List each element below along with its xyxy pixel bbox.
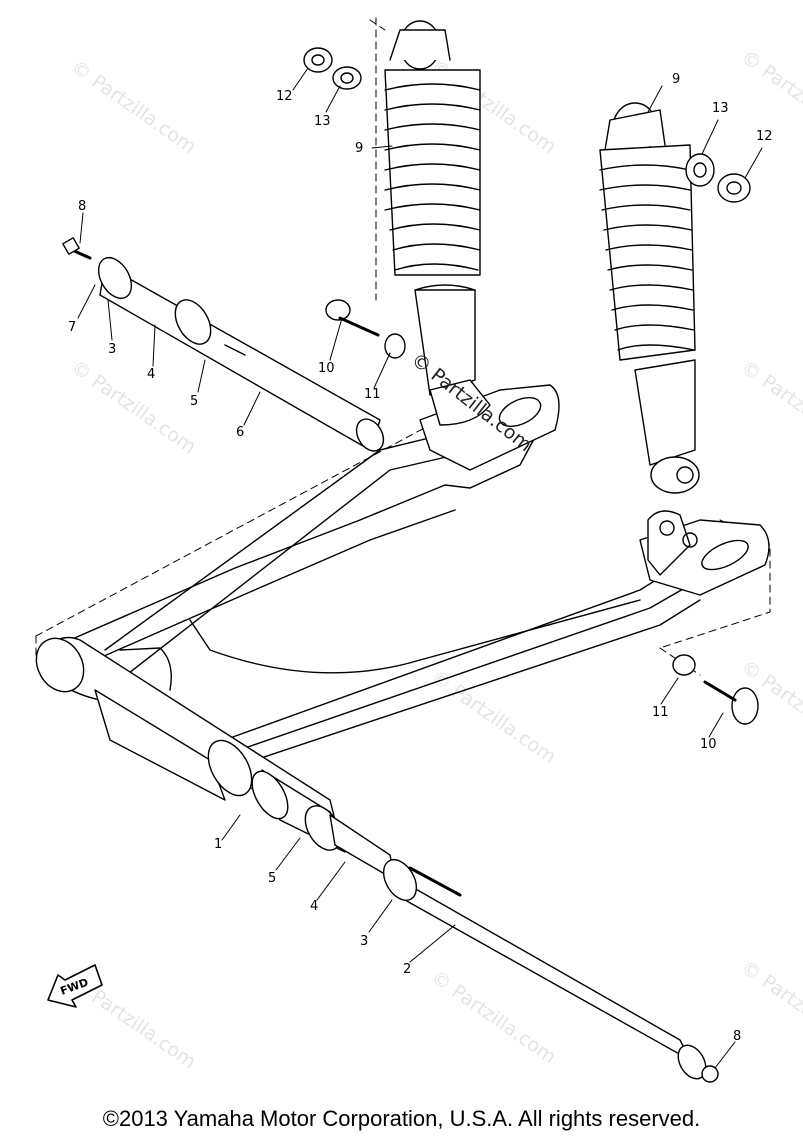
callout-3-top: 3 xyxy=(108,342,116,357)
callout-12-right: 12 xyxy=(756,129,773,144)
callout-8-top: 8 xyxy=(78,199,86,214)
callout-11-right: 11 xyxy=(652,705,669,720)
callout-13-right: 13 xyxy=(712,101,729,116)
callout-6: 6 xyxy=(236,425,244,440)
watermark: © Partzilla.com xyxy=(427,966,560,1068)
callout-7: 7 xyxy=(68,320,76,335)
callout-12-left: 12 xyxy=(276,89,293,104)
shock-absorber-right xyxy=(599,102,700,494)
lower-bushings xyxy=(304,805,418,901)
callout-1: 1 xyxy=(214,837,222,852)
callout-4-bottom: 4 xyxy=(310,899,318,914)
watermark: © Partzilla.com xyxy=(737,956,803,1058)
watermark: © Partzilla.com xyxy=(67,56,200,158)
callout-3-bottom: 3 xyxy=(360,934,368,949)
callout-2: 2 xyxy=(403,962,411,977)
callout-5-top: 5 xyxy=(190,394,198,409)
leader-lines xyxy=(77,67,763,1069)
callout-8-bottom: 8 xyxy=(733,1029,741,1044)
callout-5-bottom: 5 xyxy=(268,871,276,886)
callout-10-top: 10 xyxy=(318,361,335,376)
hardware xyxy=(303,47,759,725)
callout-10-right: 10 xyxy=(700,737,717,752)
fwd-arrow xyxy=(47,964,103,1008)
upper-bushings xyxy=(62,237,385,452)
callout-9-right: 9 xyxy=(672,72,680,87)
watermark: © Partzilla.com xyxy=(67,356,200,458)
callout-13-left: 13 xyxy=(314,114,331,129)
watermark: © Partzilla.com xyxy=(737,356,803,458)
callout-11-top: 11 xyxy=(364,387,381,402)
copyright-notice: ©2013 Yamaha Motor Corporation, U.S.A. A… xyxy=(102,1106,701,1131)
shock-absorber-left xyxy=(384,20,491,426)
callout-9-left: 9 xyxy=(355,141,363,156)
watermark: © Partzilla.com xyxy=(427,666,560,768)
callout-labels: 12 13 9 9 13 12 8 7 3 4 5 6 10 11 11 10 … xyxy=(68,72,773,1044)
swing-arm xyxy=(35,384,770,853)
callout-4-top: 4 xyxy=(147,367,155,382)
